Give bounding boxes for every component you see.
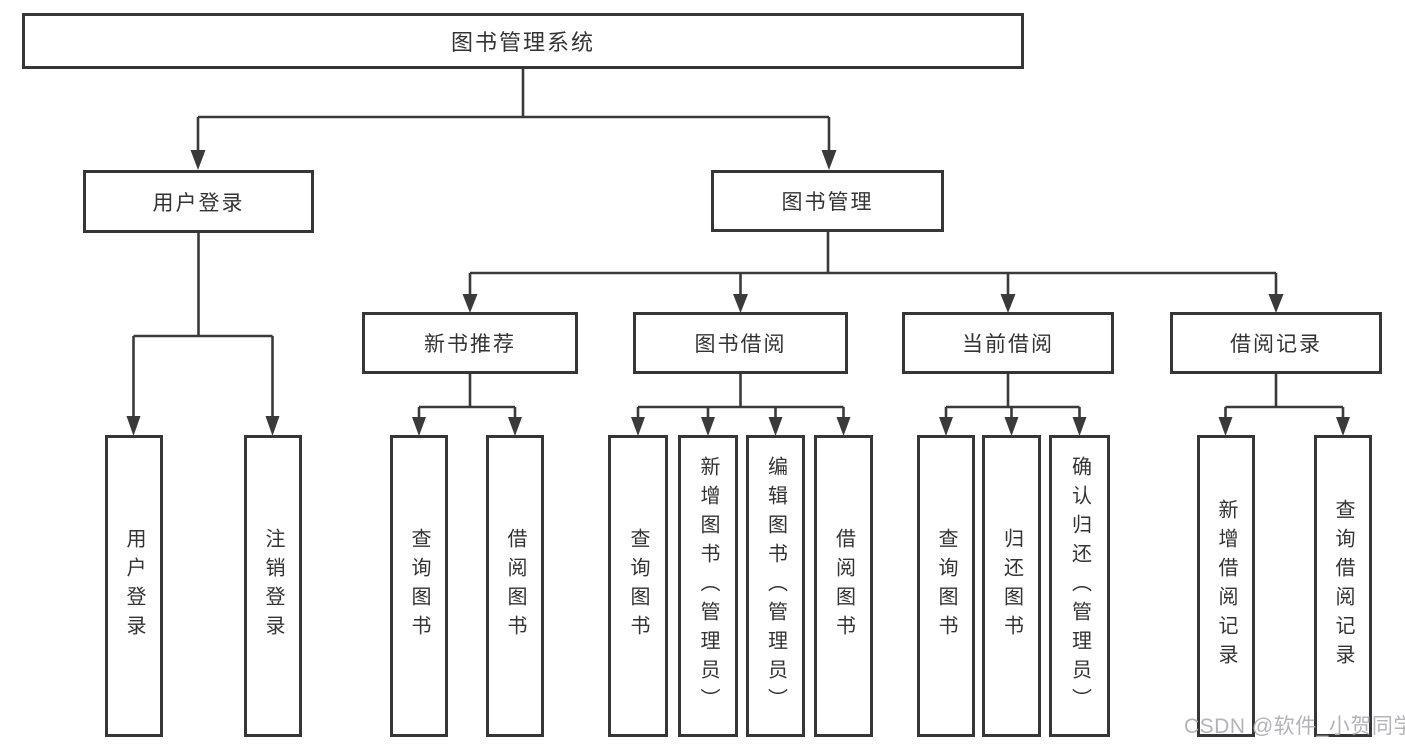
node-current-borrow-label: 当前借阅 bbox=[962, 333, 1054, 356]
node-borrow-records-label: 借阅记录 bbox=[1230, 333, 1322, 356]
connector-book-borrow-children bbox=[631, 374, 851, 436]
leaf-borrow-query-books: 查询图书 bbox=[608, 435, 668, 737]
node-user-login: 用户登录 bbox=[83, 170, 314, 233]
leaf-query-borrow-record-label: 查询借阅记录 bbox=[1332, 499, 1354, 673]
node-book-borrow-label: 图书借阅 bbox=[694, 333, 787, 356]
node-book-mgmt: 图书管理 bbox=[711, 170, 944, 232]
leaf-borrow-books-label: 借阅图书 bbox=[832, 528, 855, 644]
leaf-add-books-admin-label: 新增图书（管理员） bbox=[697, 455, 719, 717]
node-borrow-records: 借阅记录 bbox=[1170, 312, 1382, 374]
leaf-logout: 注销登录 bbox=[244, 435, 302, 737]
leaf-return-books: 归还图书 bbox=[982, 435, 1041, 737]
leaf-rec-borrow-books: 借阅图书 bbox=[486, 435, 544, 737]
connector-new-book-rec-children bbox=[412, 374, 522, 436]
leaf-confirm-return-admin-label: 确认归还（管理员） bbox=[1068, 455, 1091, 717]
node-new-book-rec-label: 新书推荐 bbox=[424, 333, 516, 356]
node-new-book-rec: 新书推荐 bbox=[362, 312, 578, 374]
leaf-logout-label: 注销登录 bbox=[262, 528, 284, 644]
leaf-edit-books-admin-label: 编辑图书（管理员） bbox=[764, 455, 787, 717]
leaf-borrow-query-books-label: 查询图书 bbox=[627, 528, 649, 644]
leaf-edit-books-admin: 编辑图书（管理员） bbox=[746, 435, 805, 737]
connector-root-to-level2 bbox=[190, 69, 837, 170]
leaf-confirm-return-admin: 确认归还（管理员） bbox=[1049, 435, 1110, 737]
leaf-return-books-label: 归还图书 bbox=[1000, 528, 1023, 644]
leaf-add-books-admin: 新增图书（管理员） bbox=[678, 435, 738, 737]
leaf-current-query-books-label: 查询图书 bbox=[935, 528, 957, 644]
connector-current-borrow-children bbox=[939, 374, 1087, 436]
leaf-rec-query-books-label: 查询图书 bbox=[408, 528, 430, 644]
leaf-user-login-label: 用户登录 bbox=[123, 528, 145, 644]
node-book-mgmt-label: 图书管理 bbox=[781, 191, 874, 214]
node-book-borrow: 图书借阅 bbox=[633, 312, 848, 374]
node-user-login-label: 用户登录 bbox=[152, 191, 245, 215]
leaf-rec-borrow-books-label: 借阅图书 bbox=[504, 528, 526, 644]
leaf-add-borrow-record: 新增借阅记录 bbox=[1197, 435, 1255, 737]
connector-borrow-records-children bbox=[1218, 374, 1350, 436]
leaf-current-query-books: 查询图书 bbox=[917, 435, 975, 737]
leaf-query-borrow-record: 查询借阅记录 bbox=[1314, 435, 1372, 737]
leaf-borrow-books: 借阅图书 bbox=[814, 435, 873, 737]
leaf-user-login: 用户登录 bbox=[105, 435, 163, 737]
node-current-borrow: 当前借阅 bbox=[902, 312, 1114, 374]
node-root: 图书管理系统 bbox=[22, 13, 1024, 69]
connector-book-mgmt-children bbox=[462, 232, 1284, 313]
leaf-rec-query-books: 查询图书 bbox=[390, 435, 448, 737]
watermark: CSDN @软件_小贺同学 bbox=[1184, 715, 1405, 738]
connector-user-login-children bbox=[126, 233, 280, 436]
leaf-add-borrow-record-label: 新增借阅记录 bbox=[1215, 499, 1237, 673]
node-root-label: 图书管理系统 bbox=[450, 30, 595, 55]
